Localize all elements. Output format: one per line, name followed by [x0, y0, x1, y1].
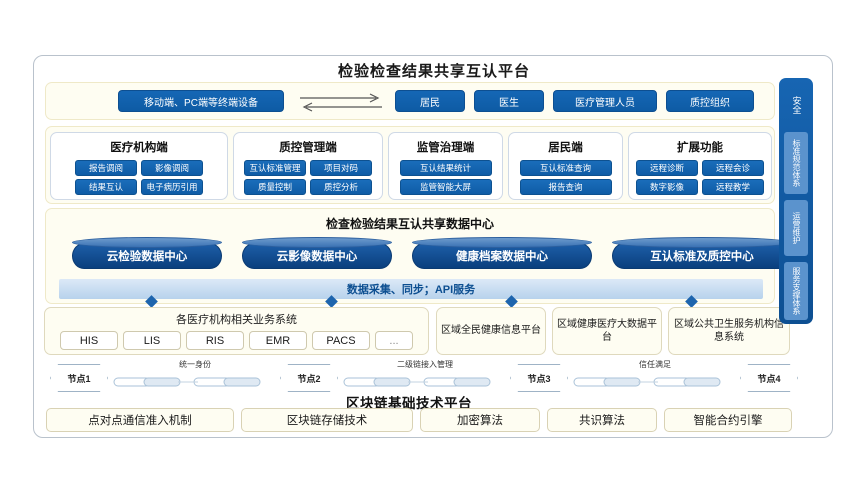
module-title: 扩展功能 — [677, 142, 723, 154]
api-service-band: 数据采集、同步；API服务 — [59, 279, 763, 299]
module-button[interactable]: 影像调阅 — [141, 160, 203, 176]
sidebar-segment-text: 运营维护 — [792, 212, 801, 244]
chain-link-label: 统一身份 — [179, 360, 211, 369]
database-cylinder-standard-qc[interactable]: 互认标准及质控中心 — [612, 237, 792, 271]
sidebar-segment-text: 标准规范体系 — [792, 139, 801, 187]
blockchain-node-1[interactable]: 节点1 — [50, 364, 108, 392]
blockchain-tech-consensus[interactable]: 共识算法 — [547, 408, 657, 432]
page-title: 检验检查结果共享互认平台 — [337, 63, 530, 80]
sidebar-segment-operations[interactable]: 运营维护 — [784, 200, 808, 256]
system-tag-pacs[interactable]: PACS — [312, 331, 370, 350]
module-title: 医疗机构端 — [110, 142, 168, 154]
database-cylinder-health-record[interactable]: 健康档案数据中心 — [412, 237, 592, 271]
vertical-sidebar: 安全 标准规范体系 运营维护 服务支撑体系 — [779, 78, 813, 324]
chain-links-icon — [113, 377, 261, 387]
data-center-title: 检查检验结果互认共享数据中心 — [325, 217, 494, 231]
sidebar-label-security: 安全 — [784, 84, 808, 126]
chain-link-label: 信任满足 — [639, 360, 671, 369]
module-card-resident: 居民端 互认标准查询 报告查询 — [508, 132, 623, 200]
blockchain-tech-encryption[interactable]: 加密算法 — [420, 408, 540, 432]
system-tag-ris[interactable]: RIS — [186, 331, 244, 350]
blockchain-tech-storage[interactable]: 区块链存储技术 — [241, 408, 413, 432]
module-button[interactable]: 质量控制 — [244, 179, 306, 195]
business-systems-row: 各医疗机构相关业务系统 HIS LIS RIS EMR PACS ... 区域全… — [44, 307, 790, 355]
blockchain-tech-p2p[interactable]: 点对点通信准入机制 — [46, 408, 234, 432]
blockchain-node-2[interactable]: 节点2 — [280, 364, 338, 392]
chain-link-group-3: 信任满足 — [572, 360, 738, 392]
module-card-extended-functions: 扩展功能 远程诊断 远程会诊 数字影像 远程教学 — [628, 132, 772, 200]
module-button[interactable]: 质控分析 — [310, 179, 372, 195]
module-card-qc-management: 质控管理端 互认标准管理 项目对码 质量控制 质控分析 — [233, 132, 383, 200]
module-card-supervision: 监管治理端 互认结果统计 监管智能大屏 — [388, 132, 503, 200]
blockchain-node-3[interactable]: 节点3 — [510, 364, 568, 392]
institution-systems-card: 各医疗机构相关业务系统 HIS LIS RIS EMR PACS ... — [44, 307, 429, 355]
database-cylinder-imaging[interactable]: 云影像数据中心 — [242, 237, 392, 271]
institution-systems-title: 各医疗机构相关业务系统 — [176, 314, 297, 326]
module-title: 监管治理端 — [416, 142, 475, 154]
blockchain-platform-title: 区块链基础技术平台 — [346, 396, 472, 411]
module-title: 居民端 — [548, 142, 583, 154]
chain-links-icon — [573, 377, 721, 387]
module-button[interactable]: 项目对码 — [310, 160, 372, 176]
chain-links-icon — [343, 377, 491, 387]
sidebar-segment-standards[interactable]: 标准规范体系 — [784, 132, 808, 194]
module-button[interactable]: 远程会诊 — [702, 160, 764, 176]
chain-link-group-2: 二级链接入管理 — [342, 360, 508, 392]
diagram-frame: 检验检查结果共享互认平台 移动端、PC端等终端设备 居民 医生 医疗管理人员 质… — [33, 55, 833, 438]
sidebar-segment-text: 服务支撑体系 — [792, 267, 801, 315]
sidebar-segment-support[interactable]: 服务支撑体系 — [784, 262, 808, 320]
module-button[interactable]: 数字影像 — [636, 179, 698, 195]
module-button[interactable]: 报告查询 — [519, 179, 612, 195]
module-button[interactable]: 电子病历引用 — [141, 179, 203, 195]
cylinder-top-icon — [412, 237, 592, 248]
system-tag-emr[interactable]: EMR — [249, 331, 307, 350]
module-button[interactable]: 结果互认 — [75, 179, 137, 195]
chain-link-label: 二级链接入管理 — [397, 360, 453, 369]
system-tag-his[interactable]: HIS — [60, 331, 118, 350]
blockchain-node-4[interactable]: 节点4 — [740, 364, 798, 392]
system-tag-more[interactable]: ... — [375, 331, 413, 350]
blockchain-tech-smart-contract[interactable]: 智能合约引擎 — [664, 408, 792, 432]
module-button[interactable]: 互认结果统计 — [399, 160, 492, 176]
module-button[interactable]: 报告调阅 — [75, 160, 137, 176]
cylinder-label: 云影像数据中心 — [242, 243, 392, 269]
cylinder-top-icon — [242, 237, 392, 248]
role-doctor-button[interactable]: 医生 — [474, 90, 544, 112]
role-manager-button[interactable]: 医疗管理人员 — [553, 90, 657, 112]
module-button[interactable]: 远程诊断 — [636, 160, 698, 176]
role-qc-org-button[interactable]: 质控组织 — [666, 90, 754, 112]
module-button[interactable]: 互认标准管理 — [244, 160, 306, 176]
module-button[interactable]: 监管智能大屏 — [399, 179, 492, 195]
terminals-row: 移动端、PC端等终端设备 居民 医生 医疗管理人员 质控组织 — [45, 82, 775, 120]
data-center-row: 检查检验结果互认共享数据中心 云检验数据中心 云影像数据中心 健康档案数据中心 … — [45, 208, 792, 308]
regional-platform-health-info[interactable]: 区域全民健康信息平台 — [436, 307, 546, 355]
module-title: 质控管理端 — [279, 142, 337, 154]
sidebar-top-text: 安全 — [791, 96, 802, 114]
module-button[interactable]: 远程教学 — [702, 179, 764, 195]
regional-platform-public-health[interactable]: 区域公共卫生服务机构信息系统 — [668, 307, 790, 355]
system-tag-lis[interactable]: LIS — [123, 331, 181, 350]
blockchain-tech-boxes: 点对点通信准入机制 区块链存储技术 加密算法 共识算法 智能合约引擎 — [46, 408, 792, 432]
chain-link-group-1: 统一身份 — [112, 360, 278, 392]
cylinder-top-icon — [72, 237, 222, 248]
module-card-medical-institution: 医疗机构端 报告调阅 影像调阅 结果互认 电子病历引用 — [50, 132, 228, 200]
regional-platform-bigdata[interactable]: 区域健康医疗大数据平台 — [552, 307, 662, 355]
cylinder-top-icon — [612, 237, 792, 248]
blockchain-row: 节点1 节点2 节点3 节点4 统一身份 二级链接入管理 信任满足 — [44, 360, 798, 432]
module-button[interactable]: 互认标准查询 — [519, 160, 612, 176]
terminal-device-button[interactable]: 移动端、PC端等终端设备 — [118, 90, 284, 112]
modules-row: 医疗机构端 报告调阅 影像调阅 结果互认 电子病历引用 质控管理端 互认标准管理… — [45, 126, 775, 204]
bidirectional-arrow-icon — [300, 93, 382, 112]
database-cylinder-lab[interactable]: 云检验数据中心 — [72, 237, 222, 271]
role-resident-button[interactable]: 居民 — [395, 90, 465, 112]
